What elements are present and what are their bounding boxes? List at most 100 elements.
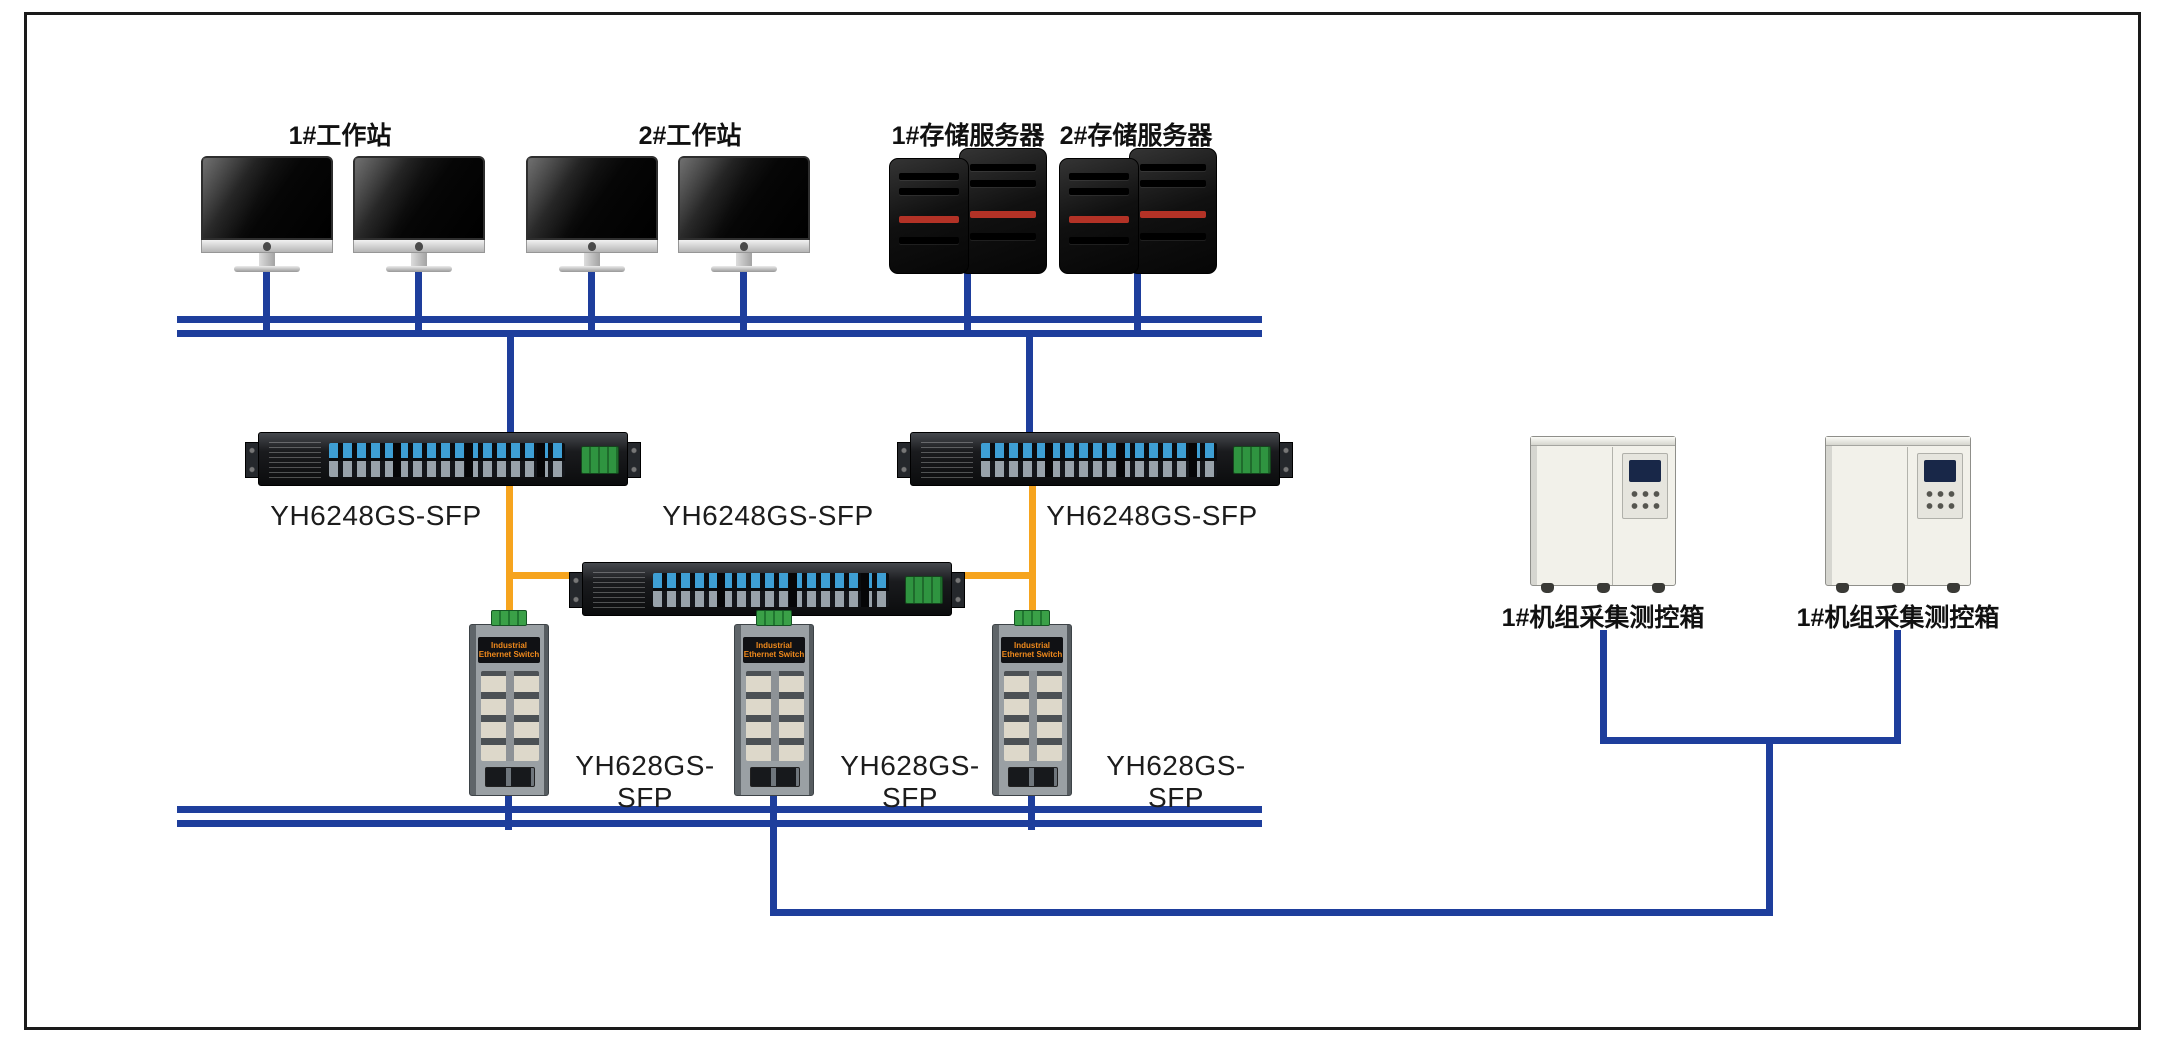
mounting-ear: [951, 572, 965, 608]
mounting-ear: [897, 442, 911, 478]
drive-bay: [1140, 180, 1206, 187]
monitor-stand-neck: [584, 253, 600, 266]
rj45-port-grid: [746, 671, 804, 761]
control-box-1-drop: [1600, 630, 1607, 744]
monitor-stand-base: [711, 266, 777, 272]
drive-bay: [899, 187, 959, 195]
core-switch-2-label: YH6248GS-SFP: [662, 500, 874, 531]
bus-to-switch-link: [507, 334, 514, 436]
terminal-block: [756, 610, 792, 626]
monitor-screen: [353, 156, 485, 240]
mounting-ear: [627, 442, 641, 478]
switch-port-row: [329, 443, 565, 477]
server-tower: [1059, 158, 1139, 274]
cabinet-lid: [1826, 437, 1970, 446]
monitor-screen: [678, 156, 810, 240]
faceplate-print: [269, 442, 321, 478]
caster-wheel: [1836, 583, 1849, 593]
cabinet-lid: [1531, 437, 1675, 446]
workstation-2-monitor-a: [526, 156, 658, 272]
rj45-port-grid: [1004, 671, 1062, 761]
server-tower: [1129, 148, 1217, 274]
fiber-link-horizontal: [506, 572, 590, 579]
server-accent-stripe: [970, 211, 1036, 218]
edge-switch-downlink: [505, 792, 512, 830]
terminal-block: [1014, 610, 1050, 626]
core-switch-2: [569, 562, 965, 616]
control-box-2-label: 1#机组采集测控箱: [1796, 604, 2000, 632]
monitor-chin: [526, 240, 658, 253]
panel-display: [1629, 460, 1661, 482]
monitor-screen: [201, 156, 333, 240]
caster-wheel: [1652, 583, 1665, 593]
server-accent-stripe: [899, 216, 959, 223]
bottom-bus-line-lower: [177, 820, 1262, 827]
apple-logo-icon: [263, 241, 271, 251]
server-tower: [889, 158, 969, 274]
monitor-stand-neck: [259, 253, 275, 266]
caster-wheel: [1597, 583, 1610, 593]
apple-logo-icon: [740, 241, 748, 251]
bottom-run-horizontal: [770, 909, 1773, 916]
sfp-slots: [1008, 767, 1058, 787]
workstation-1-monitor-a: [201, 156, 333, 272]
mounting-ear: [1279, 442, 1293, 478]
caster-wheel: [1541, 583, 1554, 593]
rj45-port-grid: [481, 671, 539, 761]
drive-bay: [1069, 236, 1129, 244]
switch-brand-band: Industrial Ethernet Switch: [743, 637, 805, 663]
monitor-uplink: [263, 266, 270, 334]
monitor-uplink: [415, 266, 422, 334]
core-switch-1-label: YH6248GS-SFP: [270, 500, 482, 531]
server-uplink: [1134, 270, 1141, 334]
drive-bay: [1069, 172, 1129, 180]
control-box-2-drop: [1894, 630, 1901, 744]
storage-server-2-label: 2#存储服务器: [1059, 122, 1213, 150]
core-switch-1: [245, 432, 641, 486]
server-accent-stripe: [1069, 216, 1129, 223]
drive-bay: [1140, 233, 1206, 241]
edge-switch-3-label: YH628GS-SFP: [1106, 750, 1246, 813]
bottom-bus-line-upper: [177, 806, 1262, 813]
faceplate-print: [921, 442, 973, 478]
server-uplink: [964, 270, 971, 334]
monitor-chin: [678, 240, 810, 253]
server-tower: [959, 148, 1047, 274]
monitor-stand-neck: [736, 253, 752, 266]
switch-brand-band: Industrial Ethernet Switch: [478, 637, 540, 663]
workstation-2-monitor-b: [678, 156, 810, 272]
workstation-2-label: 2#工作站: [638, 122, 742, 150]
workstation-1-monitor-b: [353, 156, 485, 272]
apple-logo-icon: [415, 241, 423, 251]
drive-bay: [970, 233, 1036, 241]
edge-switch-1: Industrial Ethernet Switch: [469, 610, 549, 796]
mounting-ear: [245, 442, 259, 478]
panel-buttons: [1924, 488, 1958, 512]
switch-brand-band: Industrial Ethernet Switch: [1001, 637, 1063, 663]
cabinet-door-seam: [1906, 447, 1908, 585]
faceplate-print: [593, 572, 645, 608]
edge-switch-3: Industrial Ethernet Switch: [992, 610, 1072, 796]
sfp-slots: [485, 767, 535, 787]
monitor-stand-base: [234, 266, 300, 272]
fiber-link-vertical: [506, 484, 513, 614]
apple-logo-icon: [588, 241, 596, 251]
cabinet-door-seam: [1611, 447, 1613, 585]
control-box-riser: [1766, 737, 1773, 916]
edge-switch-downlink: [1028, 792, 1035, 830]
diagram-border: [24, 12, 2141, 1030]
power-terminal-block: [905, 576, 943, 604]
sfp-slots: [750, 767, 800, 787]
edge-switch-2-label: YH628GS-SFP: [840, 750, 980, 813]
control-box-2: [1825, 436, 1971, 593]
panel-buttons: [1629, 488, 1663, 512]
caster-wheel: [1947, 583, 1960, 593]
fiber-link-horizontal: [944, 572, 1036, 579]
edge-switch-1-label: YH628GS-SFP: [575, 750, 715, 813]
monitor-stand-base: [559, 266, 625, 272]
workstation-1-label: 1#工作站: [288, 122, 392, 150]
monitor-chin: [353, 240, 485, 253]
terminal-block: [491, 610, 527, 626]
switch-port-row: [981, 443, 1217, 477]
